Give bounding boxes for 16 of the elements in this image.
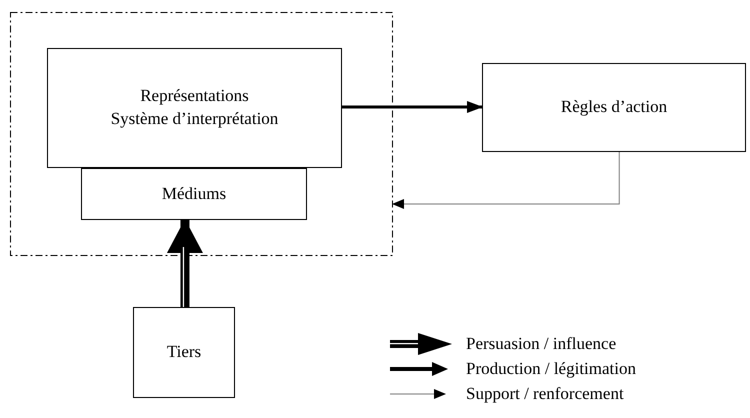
box-text: Représentations <box>139 85 250 108</box>
box-text: Tiers <box>166 341 202 364</box>
text-box <box>482 63 746 152</box>
text-box <box>47 48 342 168</box>
box-text: Système d’interprétation <box>110 108 280 130</box>
dashed-group-frame <box>10 12 393 256</box>
arrow <box>342 101 483 113</box>
arrow <box>392 152 620 209</box>
box-text: Médiums <box>160 182 228 205</box>
legend-label: Persuasion / influence <box>466 335 616 352</box>
legend-label: Support / renforcement <box>466 385 624 402</box>
arrow <box>166 219 203 307</box>
box-text: Règles d’action <box>560 96 668 118</box>
text-box <box>81 168 307 220</box>
legend-label: Production / légitimation <box>466 360 636 377</box>
text-box <box>133 307 235 398</box>
